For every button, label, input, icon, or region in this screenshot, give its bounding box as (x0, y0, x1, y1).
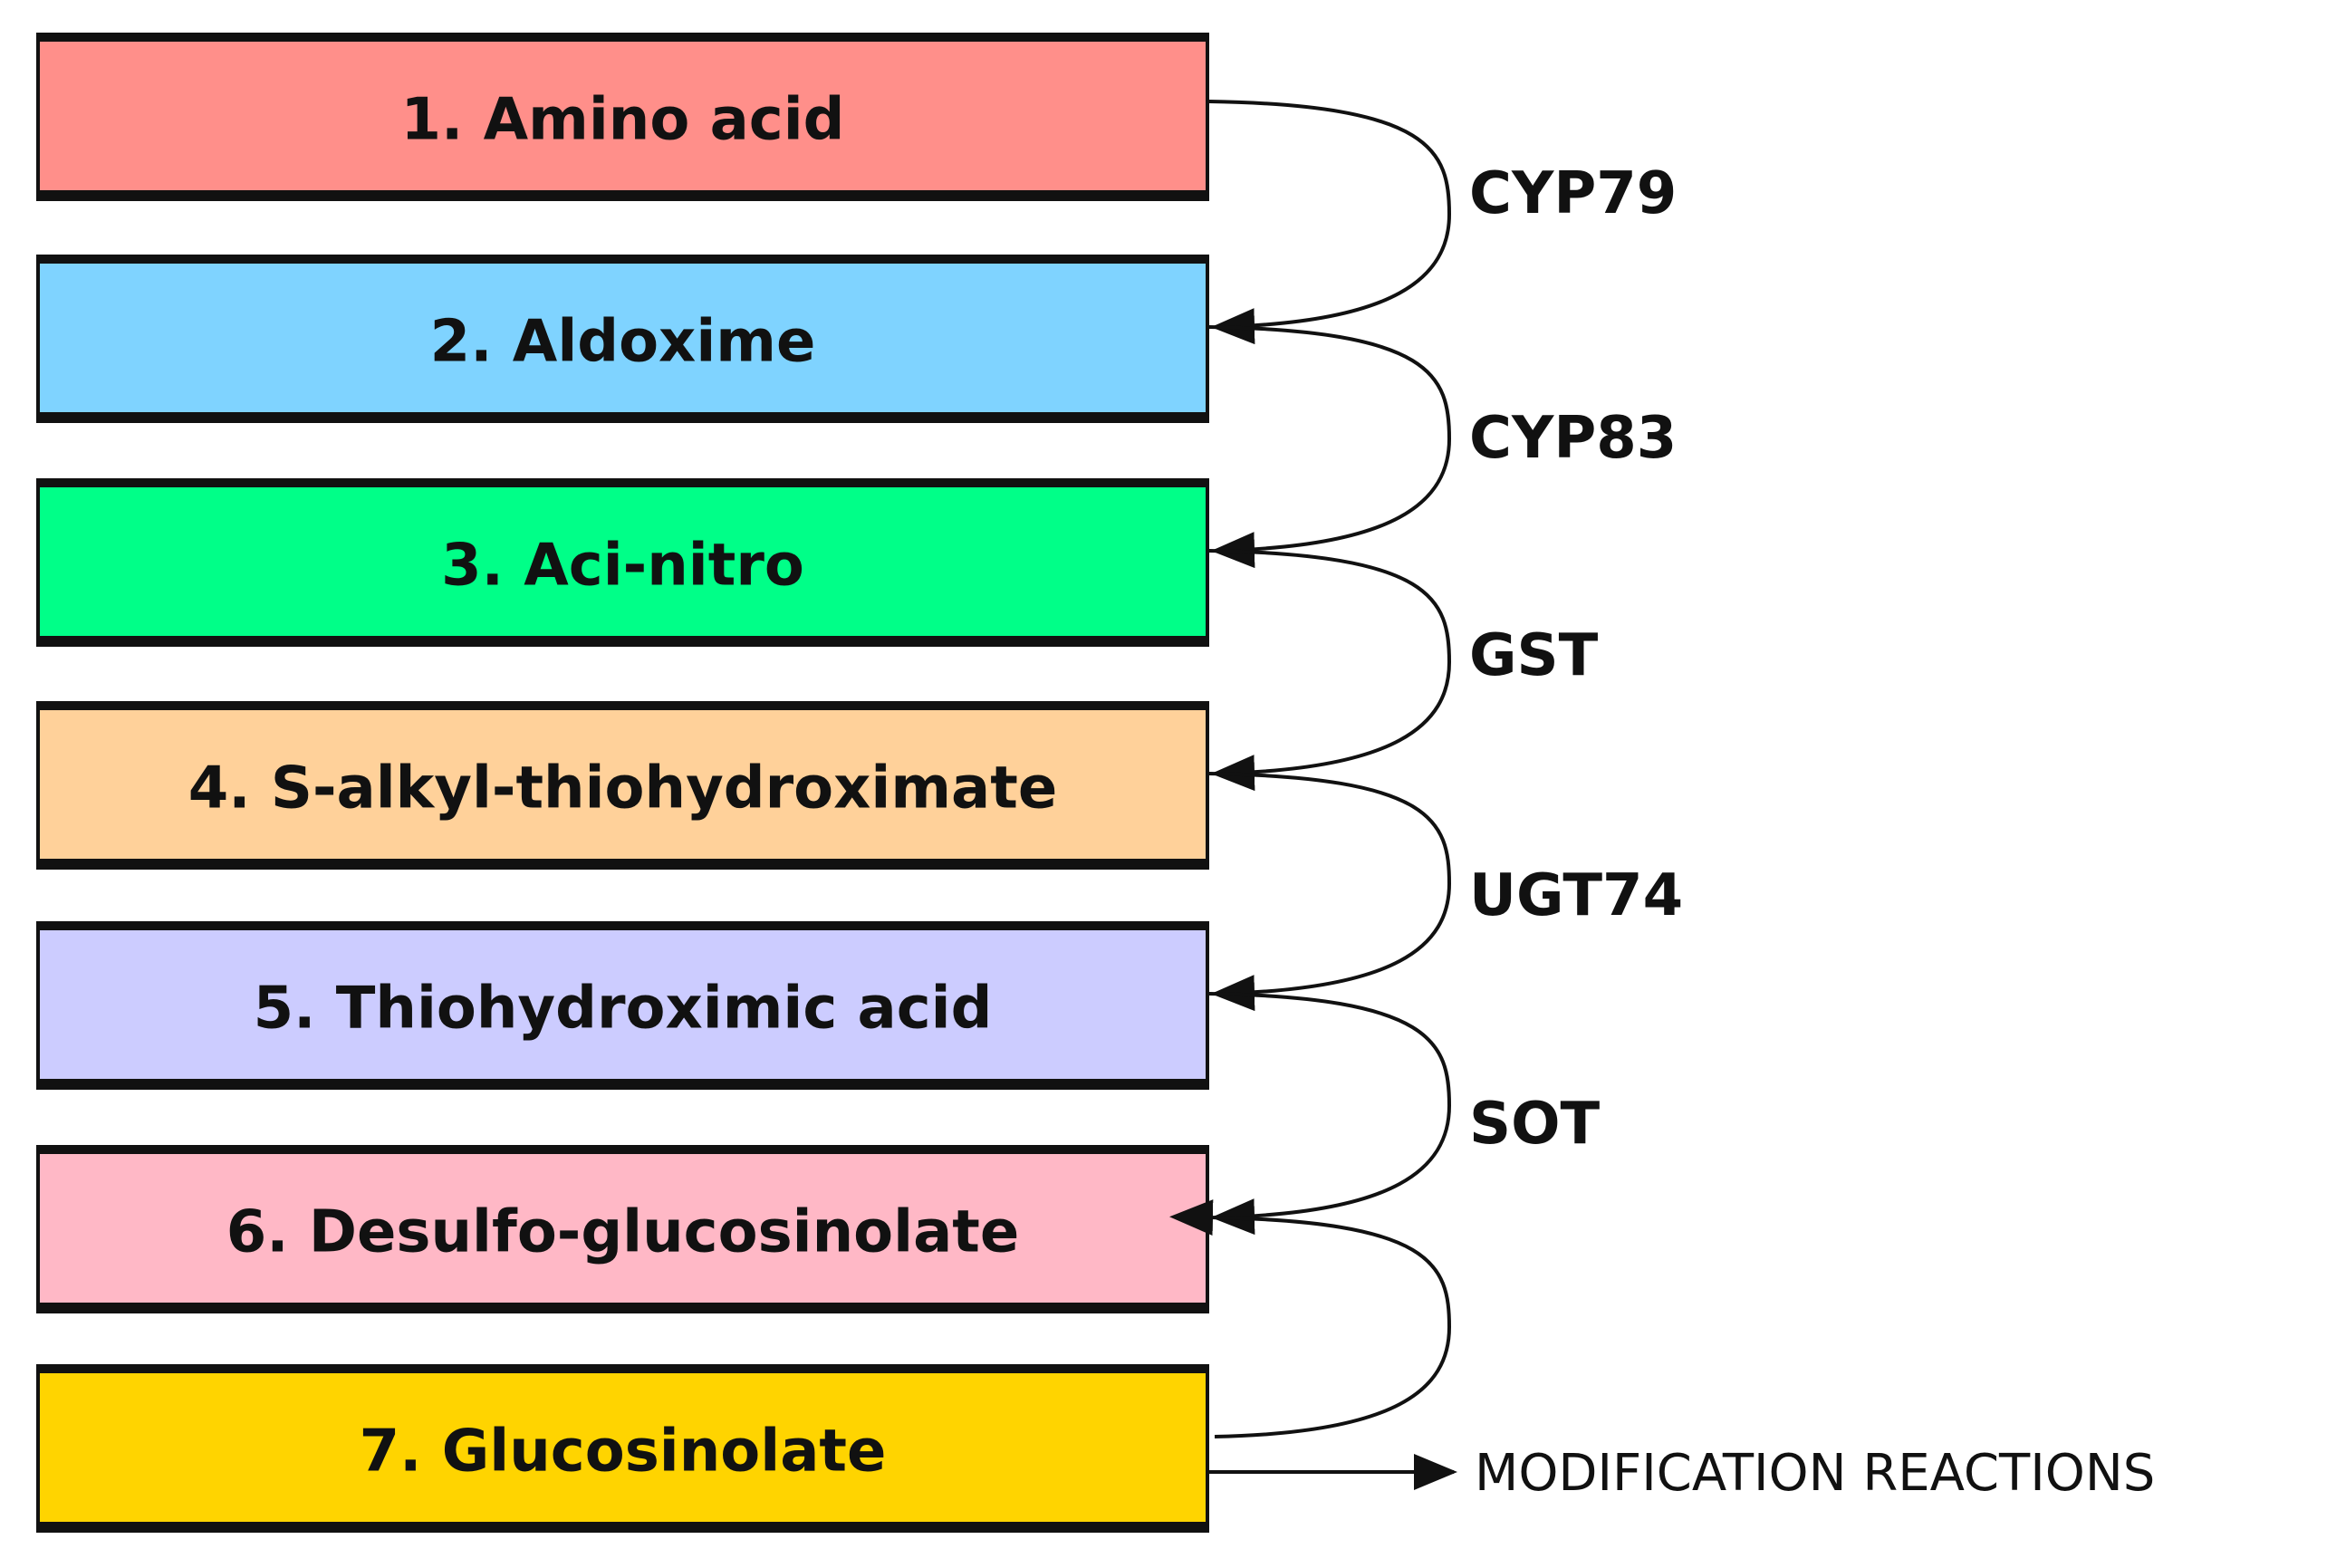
connector-arrow-6-to-7 (1169, 1199, 1452, 1438)
step-box-fill (38, 258, 1207, 418)
step-box-bottom-bar (36, 1522, 1209, 1533)
step-box-bottom-bar (36, 636, 1209, 647)
step-label: 1. Amino acid (401, 87, 845, 154)
pathway-connectors (1169, 100, 1452, 1438)
connector-arrow-1-to-2 (1208, 100, 1452, 345)
step-label: 5. Thiohydroximic acid (254, 976, 993, 1043)
step-box-bottom-bar (36, 1079, 1209, 1090)
step-box-top-bar (36, 921, 1209, 930)
step-box-top-bar (36, 701, 1209, 710)
step-box-top-bar (36, 255, 1209, 264)
output-label: MODIFICATION REACTIONS (1475, 1444, 2155, 1503)
step-box-fill (38, 705, 1207, 864)
enzyme-label-gst: GST (1469, 622, 1599, 689)
step-label: 4. S-alkyl-thiohydroximate (188, 755, 1057, 822)
step-box-bottom-bar (36, 190, 1209, 201)
step-box-2: 2. Aldoxime (36, 255, 1209, 423)
step-box-3: 3. Aci-nitro (36, 478, 1209, 647)
step-label: 3. Aci-nitro (441, 533, 804, 600)
connector-arrow-2-to-3 (1208, 325, 1452, 569)
step-box-top-bar (36, 1364, 1209, 1373)
connector-arrow-3-to-4 (1208, 549, 1452, 792)
step-box-bottom-bar (36, 1303, 1209, 1313)
enzyme-label-cyp79: CYP79 (1469, 160, 1677, 227)
step-label: 7. Glucosinolate (360, 1419, 887, 1486)
step-box-top-bar (36, 478, 1209, 487)
output-group: MODIFICATION REACTIONS (1209, 1444, 2155, 1503)
enzyme-label-ugt74: UGT74 (1469, 862, 1683, 929)
step-box-top-bar (36, 1145, 1209, 1154)
step-box-top-bar (36, 33, 1209, 42)
connector-arrow-5-to-6 (1208, 992, 1452, 1236)
step-box-6: 6. Desulfo-glucosinolate (36, 1145, 1209, 1313)
step-label: 6. Desulfo-glucosinolate (226, 1199, 1020, 1266)
step-box-fill (38, 1149, 1207, 1308)
step-box-bottom-bar (36, 859, 1209, 870)
step-box-fill (38, 1368, 1207, 1527)
step-box-5: 5. Thiohydroximic acid (36, 921, 1209, 1090)
step-label: 2. Aldoxime (430, 309, 816, 376)
pathway-steps: 1. Amino acid 2. Aldoxime 3. Aci-nitro 4. S… (36, 33, 1209, 1533)
step-box-4: 4. S-alkyl-thiohydroximate (36, 701, 1209, 870)
enzyme-label-cyp83: CYP83 (1469, 405, 1677, 472)
connector-arrow-4-to-5 (1208, 772, 1452, 1012)
step-box-1: 1. Amino acid (36, 33, 1209, 201)
step-box-7: 7. Glucosinolate (36, 1364, 1209, 1533)
step-box-fill (38, 925, 1207, 1084)
step-box-bottom-bar (36, 412, 1209, 423)
step-box-fill (38, 482, 1207, 641)
enzyme-label-sot: SOT (1469, 1091, 1601, 1158)
step-box-fill (38, 36, 1207, 196)
